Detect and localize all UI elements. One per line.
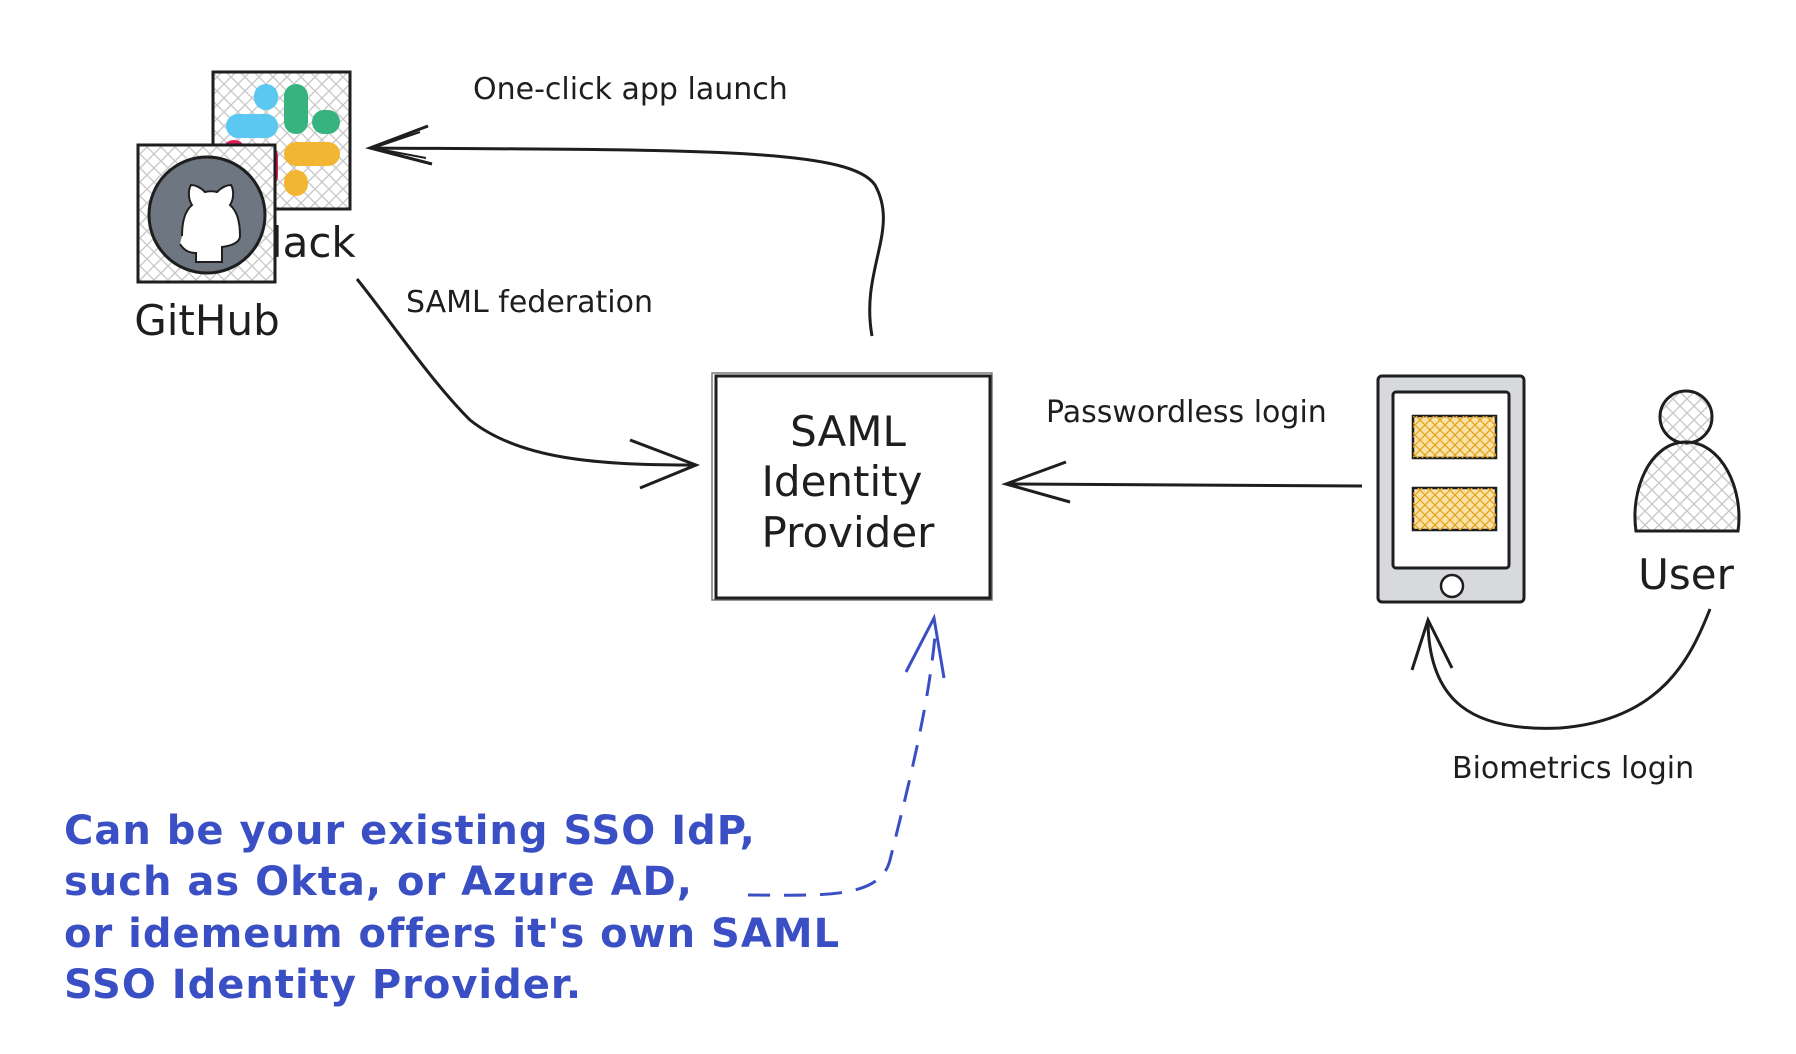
user-label: User [1638,550,1734,599]
launch-label: One-click app launch [473,72,788,107]
idp-line-2: Identity [762,457,923,506]
github-app-tile: GitHub [134,143,280,345]
github-logo-icon [147,155,267,275]
biometrics-label: Biometrics login [1452,751,1694,786]
federation-arrow [355,278,701,490]
biometrics-arrow [1410,608,1712,730]
passwordless-arrow [1001,460,1363,504]
annotation-note: Can be your existing SSO IdP, such as Ok… [64,808,840,1008]
note-line-1: Can be your existing SSO IdP, [64,808,756,854]
saml-identity-provider-box: SAML Identity Provider [711,372,993,601]
idp-line-1: SAML [790,407,906,456]
note-line-2: such as Okta, or Azure AD, [64,859,693,905]
passwordless-label: Passwordless login [1046,395,1327,430]
home-button-icon [1439,573,1465,599]
annotation-arrow [747,613,946,897]
note-line-3: or idemeum offers it's own SAML [64,911,840,957]
phone-device [1376,374,1526,604]
idp-line-3: Provider [762,508,936,557]
note-line-4: SSO Identity Provider. [64,962,582,1008]
github-label: GitHub [134,296,280,345]
launch-arrow [365,124,885,337]
federation-label: SAML federation [406,285,653,320]
user-figure-icon [1633,389,1741,533]
